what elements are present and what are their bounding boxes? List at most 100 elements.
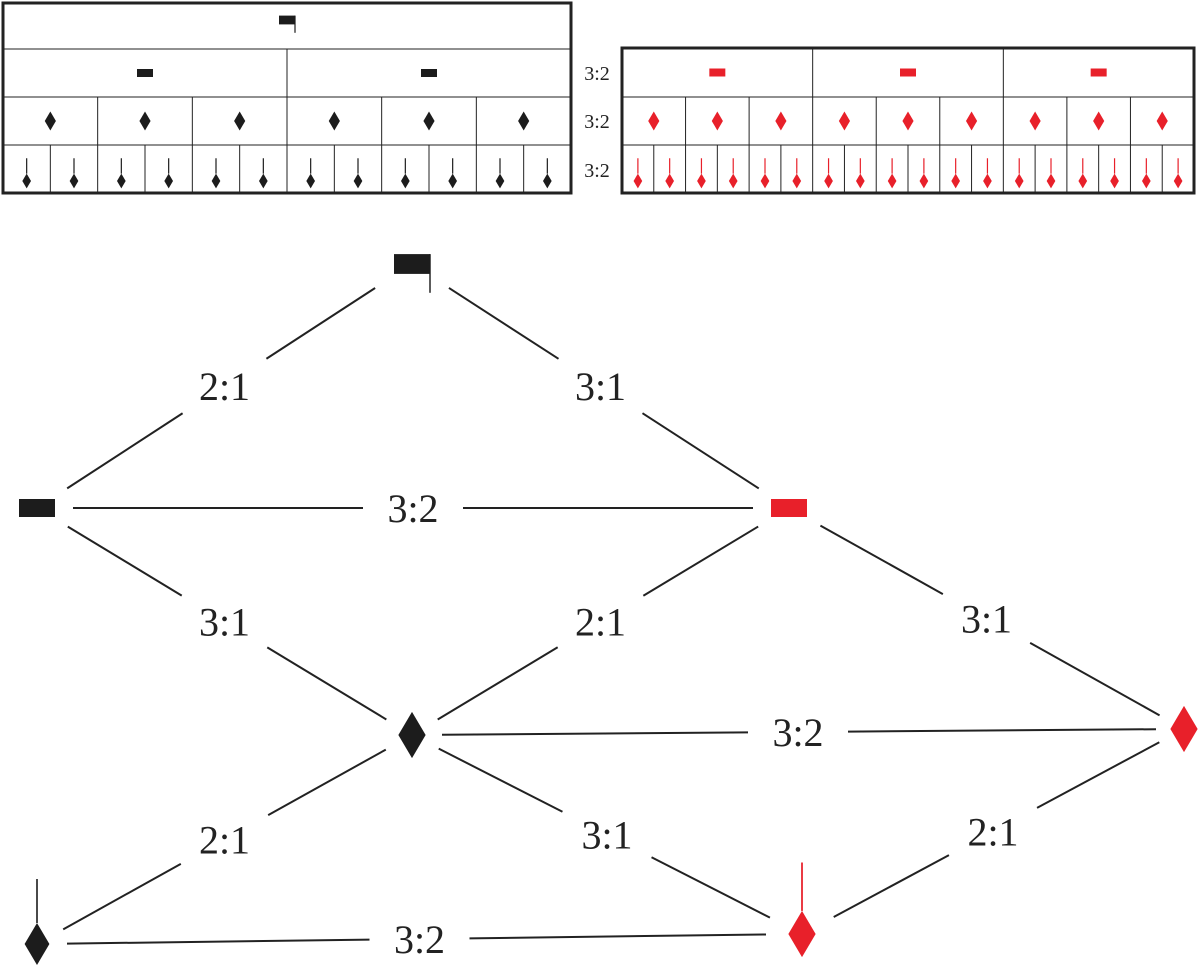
table-cell-stemmed-diamond-icon <box>1173 158 1183 189</box>
table-cell-stemmed-diamond-icon <box>22 158 32 189</box>
edge-center-to-bottom-left: 2:1 <box>62 748 387 931</box>
table-cell-stemmed-diamond-icon <box>665 158 675 189</box>
table-cell-stemmed-diamond-icon <box>353 158 363 189</box>
table-cell-diamond-icon <box>1156 111 1168 131</box>
edge-mid-right-to-right: 3:1 <box>819 524 1161 717</box>
table-cell-stemmed-diamond-icon <box>792 158 802 189</box>
table-cell-diamond-icon <box>518 111 530 131</box>
node-top-breve-flag-icon <box>394 254 431 293</box>
edge-line <box>62 862 182 931</box>
table-cell-stemmed-diamond-icon <box>164 158 174 189</box>
edge-line <box>67 525 183 597</box>
edge-ratio-label: 3:2 <box>772 710 823 755</box>
edge-bottom-left-to-bottom-right: 3:2 <box>66 917 767 962</box>
edge-center-to-bottom-right: 3:1 <box>438 747 771 919</box>
edge-ratio-label: 2:1 <box>967 810 1018 855</box>
row-ratio-label: 3:2 <box>584 111 610 133</box>
edge-ratio-label: 3:1 <box>199 600 250 645</box>
table-cell-diamond-icon <box>965 111 978 131</box>
table-cell-diamond-icon <box>139 111 151 131</box>
table-cell-stemmed-diamond-icon <box>495 158 505 189</box>
table-cell-diamond-icon <box>902 111 914 131</box>
edge-ratio-label: 2:1 <box>199 818 250 863</box>
row-ratio-label: 3:2 <box>584 63 610 85</box>
table-cell-diamond-icon <box>1093 111 1105 131</box>
edge-line <box>66 938 370 945</box>
table-cell-stemmed-diamond-icon <box>983 158 992 189</box>
table-cell-stemmed-diamond-icon <box>116 158 126 189</box>
table-cell-diamond-icon <box>328 111 340 131</box>
table-cell-stemmed-diamond-icon <box>1110 158 1119 189</box>
table-cell-stemmed-diamond-icon <box>400 158 410 189</box>
row-ratio-labels: 3:2 3:2 3:2 <box>584 63 610 182</box>
edge-line <box>1036 741 1160 809</box>
black-division-table <box>1 1 573 195</box>
edge-line <box>641 412 760 490</box>
edge-top-to-mid-left: 2:1 <box>66 287 376 490</box>
edge-top-to-mid-right: 3:1 <box>448 287 760 490</box>
table-cell-square-icon <box>137 69 153 77</box>
table-cell-diamond-icon <box>423 111 435 131</box>
edge-right-to-bottom-right: 2:1 <box>833 741 1160 918</box>
table-cell-stemmed-diamond-icon <box>951 158 961 189</box>
edge-line <box>833 854 950 918</box>
table-cell-stemmed-diamond-icon <box>728 158 738 189</box>
edge-line <box>437 646 559 721</box>
edge-line <box>469 933 767 940</box>
table-cell-stemmed-diamond-icon <box>633 158 643 189</box>
ratio-lattice: 2:1 3:1 3:2 3:1 2:1 3:1 3:2 2:1 3:1 2:1 3:2 <box>19 254 1198 965</box>
table-cell-square-icon <box>421 69 437 77</box>
table-cell-square-icon <box>1090 68 1107 77</box>
edge-line <box>265 287 376 360</box>
edge-mid-left-to-mid-right: 3:2 <box>73 486 753 531</box>
edge-line <box>448 287 560 360</box>
table-cell-stemmed-diamond-icon <box>855 158 865 189</box>
edge-ratio-label: 3:2 <box>394 917 445 962</box>
division-tables <box>1 1 1196 195</box>
edge-center-to-right: 3:2 <box>441 710 1157 755</box>
table-cell-stemmed-diamond-icon <box>69 158 79 189</box>
table-cell-stemmed-diamond-icon <box>887 158 897 189</box>
edge-line <box>1029 642 1161 717</box>
node-bottom-right-stemmed-diamond-icon <box>788 862 816 958</box>
table-cell-stemmed-diamond-icon <box>542 158 552 189</box>
table-cell-diamond-icon <box>775 111 787 131</box>
edge-mid-left-to-center: 3:1 <box>67 525 387 721</box>
table-cell-stemmed-diamond-icon <box>1014 158 1024 189</box>
edge-line <box>267 748 387 817</box>
edge-line <box>847 728 1157 733</box>
edge-ratio-label: 3:2 <box>387 486 438 531</box>
node-mid-left-square-icon <box>19 499 55 517</box>
edge-line <box>642 525 759 597</box>
table-cell-stemmed-diamond-icon <box>760 158 770 189</box>
table-cell-diamond-icon <box>838 111 851 131</box>
table-cell-stemmed-diamond-icon <box>919 158 929 189</box>
table-cell-breve-flag-icon <box>279 15 296 33</box>
red-division-table <box>620 46 1196 195</box>
edge-line <box>441 731 749 736</box>
table-cell-diamond-icon <box>648 111 660 131</box>
edge-line <box>651 856 771 919</box>
edge-ratio-label: 3:1 <box>575 364 626 409</box>
node-center-diamond-icon <box>398 711 426 759</box>
edge-ratio-label: 3:1 <box>961 597 1012 642</box>
row-ratio-label: 3:2 <box>584 160 610 182</box>
table-cell-stemmed-diamond-icon <box>1046 158 1056 189</box>
table-cell-stemmed-diamond-icon <box>306 158 316 189</box>
table-cell-diamond-icon <box>711 111 723 131</box>
node-bottom-left-stemmed-diamond-icon <box>24 879 50 965</box>
edge-line <box>66 412 184 490</box>
edge-line <box>266 646 387 721</box>
table-cell-stemmed-diamond-icon <box>211 158 221 189</box>
table-cell-stemmed-diamond-icon <box>258 158 268 189</box>
table-cell-stemmed-diamond-icon <box>1078 158 1088 189</box>
table-cell-diamond-icon <box>234 111 246 131</box>
table-cell-square-icon <box>709 68 726 77</box>
edge-ratio-label: 2:1 <box>575 600 626 645</box>
edge-ratio-label: 3:1 <box>581 813 632 858</box>
edge-ratio-label: 2:1 <box>199 364 250 409</box>
node-right-diamond-icon <box>1170 705 1198 753</box>
edge-line <box>438 747 563 813</box>
table-cell-stemmed-diamond-icon <box>1141 158 1151 189</box>
edge-mid-right-to-center: 2:1 <box>437 525 759 721</box>
